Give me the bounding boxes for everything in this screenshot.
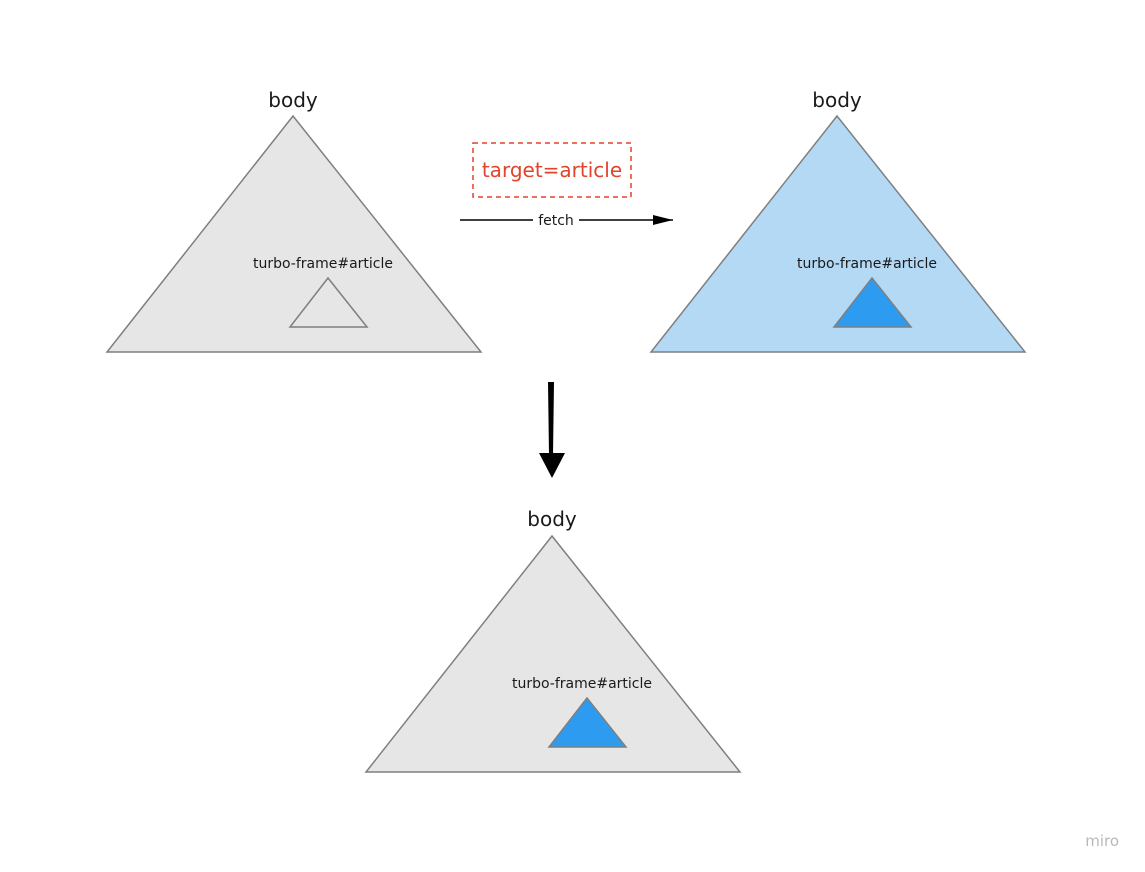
merge-arrow — [539, 382, 565, 478]
target-label: target=article — [482, 158, 622, 182]
target-box — [472, 142, 632, 198]
fetched-body-triangle — [649, 114, 1027, 353]
fetch-label: fetch — [538, 213, 574, 229]
fetch-arrow: fetch — [460, 213, 673, 229]
miro-watermark: miro — [1085, 832, 1119, 850]
original-tree: body turbo-frame#article — [105, 88, 483, 353]
original-body-triangle — [105, 114, 483, 353]
result-body-label: body — [527, 507, 577, 531]
result-tree: body turbo-frame#article — [364, 507, 742, 773]
merge-arrow-head — [539, 453, 565, 478]
fetched-frame-label: turbo-frame#article — [797, 256, 937, 272]
target-annotation: target=article — [472, 142, 632, 198]
original-frame-label: turbo-frame#article — [253, 256, 393, 272]
result-frame-triangle — [547, 696, 628, 748]
fetched-frame-triangle — [832, 276, 913, 328]
merge-arrow-shaft — [548, 382, 554, 455]
fetched-body-label: body — [812, 88, 862, 112]
fetched-tree: body turbo-frame#article — [649, 88, 1027, 353]
result-frame-label: turbo-frame#article — [512, 676, 652, 692]
result-body-triangle — [364, 534, 742, 773]
original-body-label: body — [268, 88, 318, 112]
original-frame-triangle — [288, 276, 369, 328]
